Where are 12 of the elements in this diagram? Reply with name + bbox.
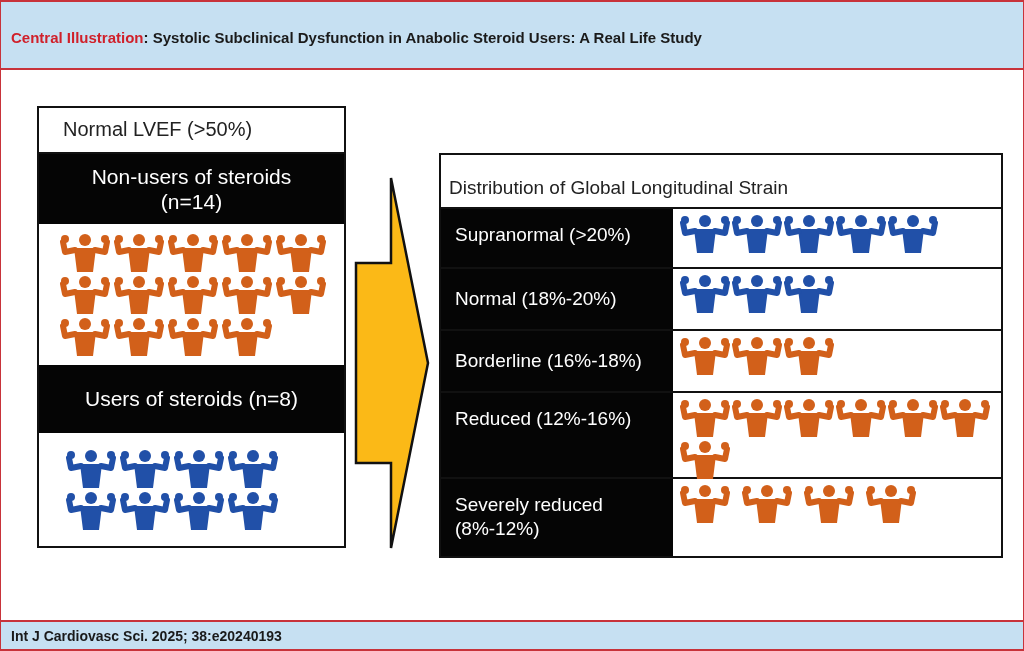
block-arrow	[354, 176, 430, 550]
panel-box	[37, 106, 346, 548]
group-band: Non-users of steroids (n=14)	[39, 154, 344, 224]
category-label: Severely reduced (8%-12%)	[454, 492, 604, 542]
panel-box	[439, 153, 1003, 558]
category-label: Reduced (12%-16%)	[454, 406, 633, 431]
category-label: Borderline (16%-18%)	[454, 348, 643, 373]
citation-text: Int J Cardiovasc Sci. 2025; 38:e20240193	[11, 628, 282, 644]
title: Central Illustration: Systolic Subclinical Dysfunction in Anabolic Steroid Users: A Real Life Study	[11, 29, 702, 46]
group-band: Users of steroids (n=8)	[39, 365, 344, 433]
category-label: Normal (18%-20%)	[454, 287, 618, 312]
category-label: Supranormal (>20%)	[454, 222, 632, 247]
